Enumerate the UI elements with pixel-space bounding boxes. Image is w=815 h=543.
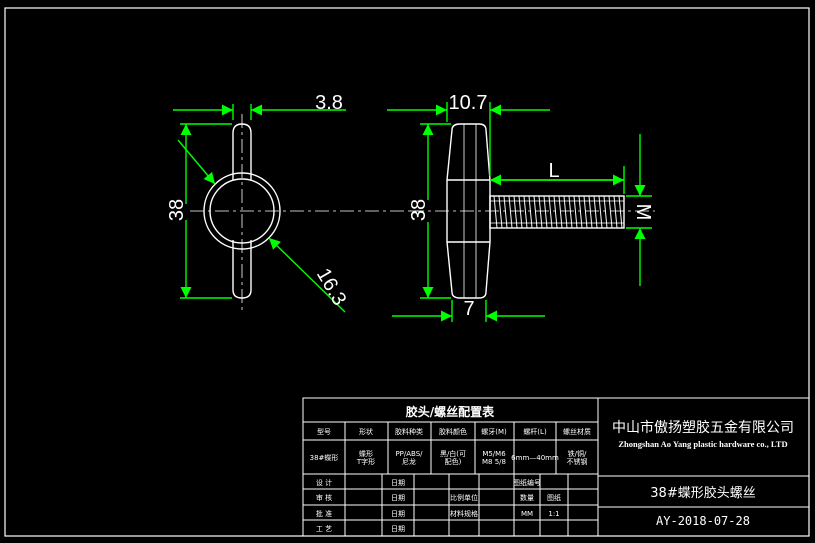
thread-line bbox=[523, 195, 528, 229]
signoff-cell: 材料规格 bbox=[450, 509, 478, 518]
signoff-cell: 比例单位 bbox=[450, 493, 478, 502]
table-data-cell: 38#蝶形 bbox=[310, 453, 339, 462]
table-data-cell: 不锈钢 bbox=[567, 457, 588, 466]
thread-line bbox=[588, 195, 593, 229]
table-data-cell: 黑/白(可 bbox=[440, 449, 466, 458]
dim-wing-thickness: 3.8 bbox=[315, 92, 343, 114]
dim-head-width: 10.7 bbox=[449, 92, 488, 114]
thread-line bbox=[538, 195, 543, 229]
table-header-cell: 螺杆(L) bbox=[523, 427, 547, 436]
signoff-cell: 1:1 bbox=[548, 510, 559, 518]
part-name: 38#蝶形胶头螺丝 bbox=[650, 485, 755, 501]
table-header-cell: 螺牙(M) bbox=[481, 427, 507, 436]
thread-line bbox=[533, 195, 538, 229]
table-header-cell: 螺丝材质 bbox=[563, 427, 591, 436]
thread-line bbox=[553, 195, 558, 229]
company-name-en: Zhongshan Ao Yang plastic hardware co., … bbox=[618, 439, 787, 449]
thread-line bbox=[498, 195, 503, 229]
table-data-cell: 铁/铜/ bbox=[568, 449, 587, 458]
table-header-cell: 形状 bbox=[359, 427, 373, 436]
table-title: 胶头/螺丝配置表 bbox=[406, 404, 495, 419]
signoff-cell: 设 计 bbox=[316, 478, 332, 487]
table-data-cell: M5/M6 bbox=[482, 450, 506, 458]
thread-line bbox=[548, 195, 553, 229]
dim-hub-diameter: 16.3 bbox=[312, 265, 351, 310]
thread-line bbox=[503, 195, 508, 229]
signoff-cell: 日期 bbox=[391, 494, 405, 502]
thread-line bbox=[528, 195, 533, 229]
dim-height-side: 38 bbox=[408, 199, 430, 221]
table-header-cell: 胶料颜色 bbox=[439, 427, 467, 436]
thread-line bbox=[573, 195, 578, 229]
signoff-cell: 数量 bbox=[520, 493, 534, 502]
thread-line bbox=[568, 195, 573, 229]
thread-line bbox=[558, 195, 563, 229]
thread-line bbox=[608, 195, 613, 229]
signoff-cell: 工 艺 bbox=[316, 525, 332, 533]
thread-line bbox=[583, 195, 588, 229]
front-view bbox=[190, 114, 420, 310]
signoff-cell: 批 准 bbox=[316, 509, 332, 518]
table-data-cell: T字形 bbox=[356, 457, 375, 466]
thread-line bbox=[543, 195, 548, 229]
thread-line bbox=[578, 195, 583, 229]
thread-line bbox=[518, 195, 523, 229]
table-header-cell: 胶料种类 bbox=[395, 427, 423, 436]
table-data-cell: 尼龙 bbox=[402, 457, 416, 466]
dim-thread: M bbox=[632, 204, 654, 221]
side-dimensions bbox=[387, 102, 652, 322]
table-header-cell: 型号 bbox=[317, 427, 331, 436]
signoff-cell: 日期 bbox=[391, 510, 405, 518]
doc-number: AY-2018-07-28 bbox=[656, 514, 750, 528]
front-dimensions bbox=[173, 104, 346, 313]
table-data-cell: PP/ABS/ bbox=[395, 450, 423, 458]
signoff-cell: 审 核 bbox=[316, 493, 332, 502]
signoff-cell: 日期 bbox=[391, 479, 405, 487]
thread-line bbox=[563, 195, 568, 229]
signoff-cell: 图纸编号 bbox=[513, 478, 541, 487]
table-data-cell: 蝶形 bbox=[359, 449, 373, 458]
thread-line bbox=[493, 195, 498, 229]
thread-line bbox=[508, 195, 513, 229]
thread-line bbox=[593, 195, 598, 229]
thread-line bbox=[618, 195, 623, 229]
dim-neck-width: 7 bbox=[463, 298, 474, 320]
head-body bbox=[446, 123, 491, 299]
table-data-cell: M8 5/8 bbox=[482, 458, 506, 466]
thread-line bbox=[513, 195, 518, 229]
signoff-cell: 图纸 bbox=[547, 493, 561, 502]
title-block bbox=[302, 397, 810, 537]
thread-line bbox=[613, 195, 618, 229]
thread-line bbox=[598, 195, 603, 229]
dim-screw-length: L bbox=[548, 160, 559, 182]
dim-height-front: 38 bbox=[166, 199, 188, 221]
table-data-cell: 配色) bbox=[445, 457, 462, 466]
signoff-cell: MM bbox=[521, 510, 533, 518]
thread-line bbox=[603, 195, 608, 229]
company-name-cn: 中山市傲扬塑胶五金有限公司 bbox=[612, 419, 794, 436]
table-data-cell: 6mm—40mm bbox=[511, 454, 559, 462]
side-view bbox=[410, 123, 655, 299]
signoff-cell: 日期 bbox=[391, 525, 405, 533]
